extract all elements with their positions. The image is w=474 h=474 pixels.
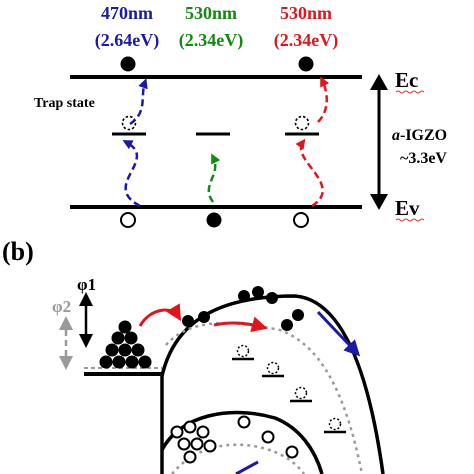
red-excitation-arrow-upper (317, 76, 330, 123)
metal-electron-pile (99, 320, 152, 369)
hole-vb-3 (293, 212, 309, 228)
blue-drift-arrow (316, 310, 361, 357)
phi2-label: φ2 (52, 297, 71, 316)
band-gap-arrowhead-top (370, 74, 388, 90)
excitation-3-energy: (2.34eV) (274, 30, 338, 51)
band-gap-arrowhead-bottom (370, 194, 388, 210)
ev-label: Ev (395, 196, 420, 220)
valence-band-edge (160, 410, 324, 474)
cb-electrons (182, 286, 304, 331)
red-injection-arrow (138, 303, 182, 327)
band-gap-label: ~3.3eV (400, 150, 447, 167)
panel-b-label: (b) (2, 237, 34, 266)
excitation-2-energy: (2.34eV) (179, 30, 243, 51)
blue-excitation-arrow-lower (122, 140, 141, 208)
hole-vb-1 (120, 212, 136, 228)
electron-cb-1 (120, 56, 136, 72)
ec-underline (395, 90, 425, 94)
green-excitation-arrow (207, 153, 221, 203)
phi2-arrowhead-bottom (59, 356, 73, 370)
conduction-band-edge-dashed (165, 321, 364, 474)
red-excitation-arrow-lower (295, 138, 324, 208)
vb-holes (170, 415, 299, 464)
excitation-1-energy: (2.64eV) (95, 30, 159, 51)
excitation-2-wavelength: 530nm (185, 3, 237, 23)
trap-state-label: Trap state (34, 96, 95, 111)
empty-trap-3 (294, 115, 310, 131)
phi1-label: φ1 (77, 275, 96, 294)
empty-traps-b (236, 344, 342, 431)
conduction-band-edge (160, 294, 385, 474)
empty-trap-1 (121, 115, 137, 131)
blue-excitation-arrow-upper (129, 78, 148, 126)
material-label: a-IGZO (392, 127, 447, 144)
trap-states-b (232, 357, 346, 434)
phi1-arrowhead-top (79, 292, 93, 306)
electron-vb (206, 212, 222, 228)
excitation-3-wavelength: 530nm (280, 3, 332, 23)
excitation-1-wavelength: 470nm (101, 3, 153, 23)
phi2-arrowhead-top (59, 316, 73, 330)
electron-cb-2 (298, 56, 314, 72)
phi1-arrowhead-bottom (79, 334, 93, 348)
ec-label: Ec (395, 68, 418, 92)
blue-drift-arrow-bottom (235, 460, 259, 474)
red-transport-arrow (213, 316, 268, 333)
ev-underline (395, 218, 425, 222)
